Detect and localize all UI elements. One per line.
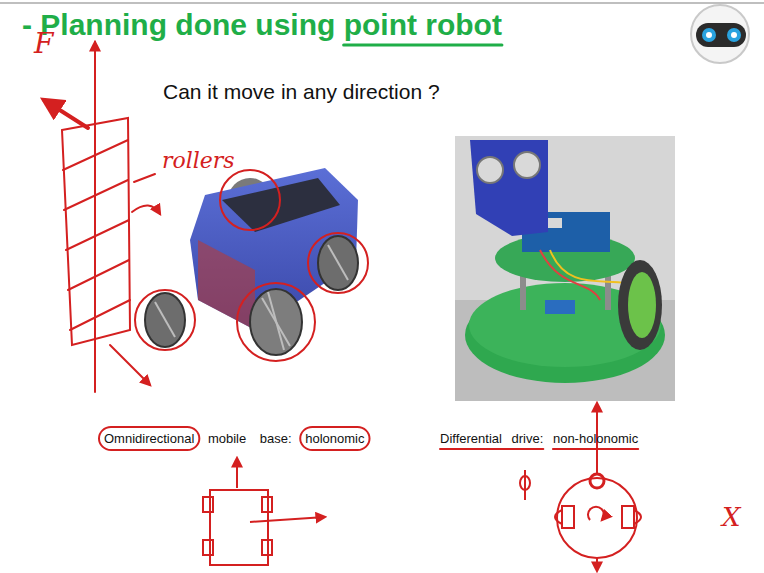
underline-mark — [553, 448, 638, 450]
robot-icon — [691, 5, 749, 63]
robot-caption: Omnidirectional mobile base: holonomic — [104, 432, 365, 447]
header-rule — [0, 2, 764, 4]
non-holonomic-sketch — [520, 403, 641, 571]
holonomic-sketch — [203, 458, 325, 565]
axis-note: X — [722, 503, 741, 533]
force-label: F — [34, 28, 53, 60]
robot-caption: Differential drive: non-holonomic — [440, 432, 638, 447]
diff-drive-photo — [455, 136, 675, 401]
omni-robot — [135, 168, 368, 361]
underline-mark — [344, 44, 502, 47]
roller-note: rollers — [162, 148, 235, 173]
slide-title: - Planning done using point robot — [22, 8, 502, 43]
question-text: Can it move in any direction ? — [163, 80, 440, 104]
underline-mark — [440, 448, 543, 450]
